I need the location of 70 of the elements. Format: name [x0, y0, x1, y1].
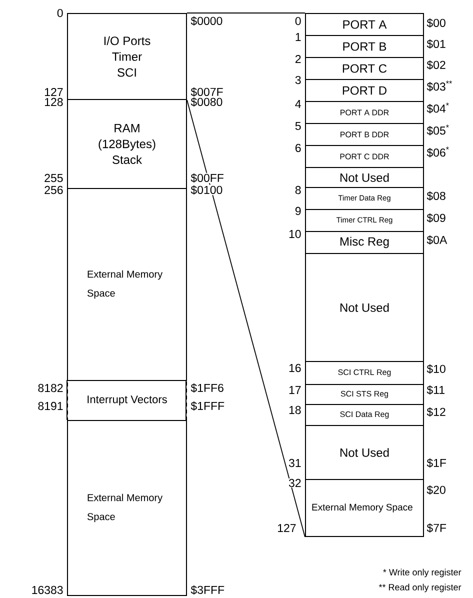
address-label: $02 [426, 60, 446, 70]
footnote: ** Read only register [378, 583, 462, 593]
address-label: $01 [426, 38, 446, 50]
register-box: PORT C [305, 57, 424, 80]
address-label: 6 [294, 143, 302, 153]
address-label: $11 [426, 384, 446, 396]
address-label: 4 [294, 100, 302, 108]
address-label: $0100 [190, 184, 224, 196]
address-label: $08 [426, 190, 446, 202]
address-label: 0 [294, 16, 302, 26]
address-label: 9 [294, 206, 302, 216]
register-box: Not Used [305, 425, 424, 480]
register-box: PORT D [305, 79, 424, 102]
address-label: 255 [44, 173, 64, 183]
address-label: $0080 [190, 96, 224, 108]
address-label: 127 [276, 523, 297, 533]
footnote: * Write only register [382, 568, 462, 578]
address-label: 128 [44, 97, 64, 107]
register-box: PORT B [305, 35, 424, 58]
address-label: $007F [190, 86, 224, 98]
address-label: $0A [426, 234, 448, 246]
register-box: PORT C DDR [305, 145, 424, 168]
address-label: $10 [426, 364, 446, 374]
address-label: $04$^{*}$ [426, 102, 450, 114]
address-label: $09 [426, 212, 446, 224]
register-box: SCI Data Reg [305, 404, 424, 426]
register-box: Not Used [305, 167, 424, 188]
address-label: $03$^{**}$ [426, 80, 454, 92]
address-label: $00FF [190, 172, 224, 184]
address-label: 32 [288, 478, 302, 488]
memory-block: I/O Ports Timer SCI [67, 13, 187, 100]
register-box: SCI CTRL Reg [305, 361, 424, 385]
register-box: PORT A [305, 13, 424, 36]
expansion-line [186, 12, 306, 14]
address-label: 8191 [37, 401, 64, 411]
address-label: 17 [288, 386, 302, 394]
address-label: $1FF6 [190, 382, 224, 394]
address-label: $06$^{*}$ [426, 146, 450, 158]
memory-block: Interrupt Vectors [67, 380, 187, 421]
address-label: 5 [294, 122, 302, 131]
register-box: PORT A DDR [305, 101, 424, 124]
register-box: External Memory Space [305, 479, 424, 537]
address-label: $1FFF [190, 400, 226, 412]
address-label: 16383 [30, 585, 64, 595]
address-label: 16 [288, 363, 302, 373]
expansion-line [186, 100, 306, 538]
register-box: PORT B DDR [305, 123, 424, 146]
memory-block: RAM (128Bytes) Stack [67, 99, 187, 189]
address-label: 8 [294, 185, 302, 195]
address-label: 8182 [37, 383, 64, 393]
address-label: $1F [426, 458, 447, 468]
address-label: $12 [426, 406, 446, 418]
address-label: $20 [426, 484, 446, 496]
memory-block: External Memory Space [67, 420, 187, 596]
address-label: 10 [288, 229, 302, 239]
address-label: 1 [294, 32, 302, 42]
register-box: Misc Reg [305, 231, 424, 254]
address-label: 256 [44, 185, 64, 195]
memory-block: External Memory Space [67, 188, 187, 381]
address-label: 31 [288, 458, 302, 468]
address-label: 2 [294, 54, 302, 64]
address-label: $00 [426, 18, 446, 28]
address-label: 0 [56, 8, 64, 18]
address-label: 18 [288, 405, 302, 415]
register-box: SCI STS Reg [305, 384, 424, 405]
register-box: Not Used [305, 253, 424, 362]
address-label: 3 [294, 75, 302, 85]
address-label: 127 [44, 88, 64, 97]
address-label: $0000 [190, 16, 224, 26]
address-label: $05$^{*}$ [426, 124, 450, 136]
